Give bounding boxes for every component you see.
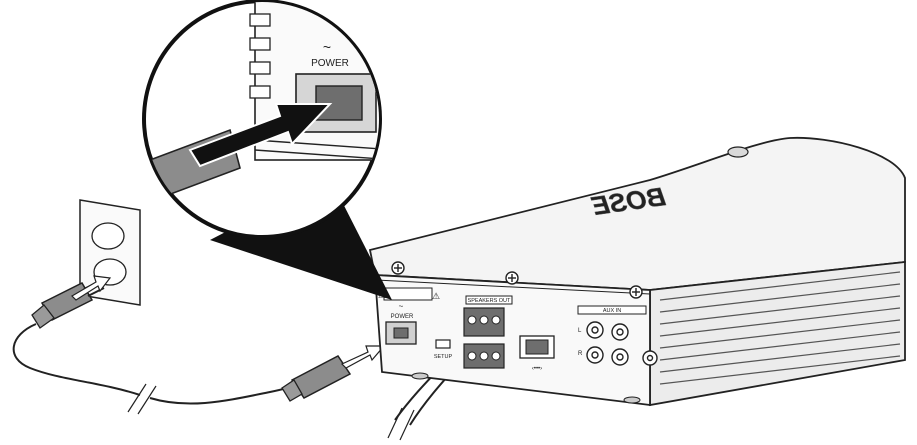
insert-arrow-device (340, 345, 386, 369)
speaker-terminals: SPEAKERS OUT (463, 295, 513, 369)
amplifier-unit: BOSE ⚠ ⚠ ~ POWER SETUP SPEAKERS O (368, 136, 906, 407)
outlet-socket-top (91, 222, 125, 250)
cooling-fins (659, 271, 901, 385)
svg-text:‹•••›: ‹•••› (532, 366, 542, 372)
insert-arrow-wall (71, 275, 112, 301)
zoom-callout: ~ POWER (142, 0, 392, 300)
device-plug (281, 355, 352, 402)
network-port: ‹•••› (519, 335, 555, 372)
callout-insert-arrow (188, 103, 333, 168)
svg-text:L: L (578, 328, 582, 334)
svg-text:AUX IN: AUX IN (603, 308, 621, 314)
svg-text:SPEAKERS OUT: SPEAKERS OUT (468, 298, 511, 304)
setup-port: SETUP (434, 339, 453, 360)
aux-inputs: AUX IN L R (577, 305, 658, 366)
svg-text:POWER: POWER (391, 314, 414, 320)
svg-text:⚠: ⚠ (432, 291, 440, 301)
status-light (727, 146, 749, 158)
svg-text:~: ~ (399, 302, 404, 311)
screws (391, 261, 643, 299)
power-inlet: ~ POWER (385, 302, 417, 345)
svg-text:R: R (578, 351, 583, 357)
callout-cone (210, 178, 392, 300)
power-cord (12, 280, 352, 415)
svg-text:POWER: POWER (311, 58, 349, 69)
svg-text:~: ~ (323, 39, 331, 55)
svg-text:SETUP: SETUP (434, 354, 453, 360)
